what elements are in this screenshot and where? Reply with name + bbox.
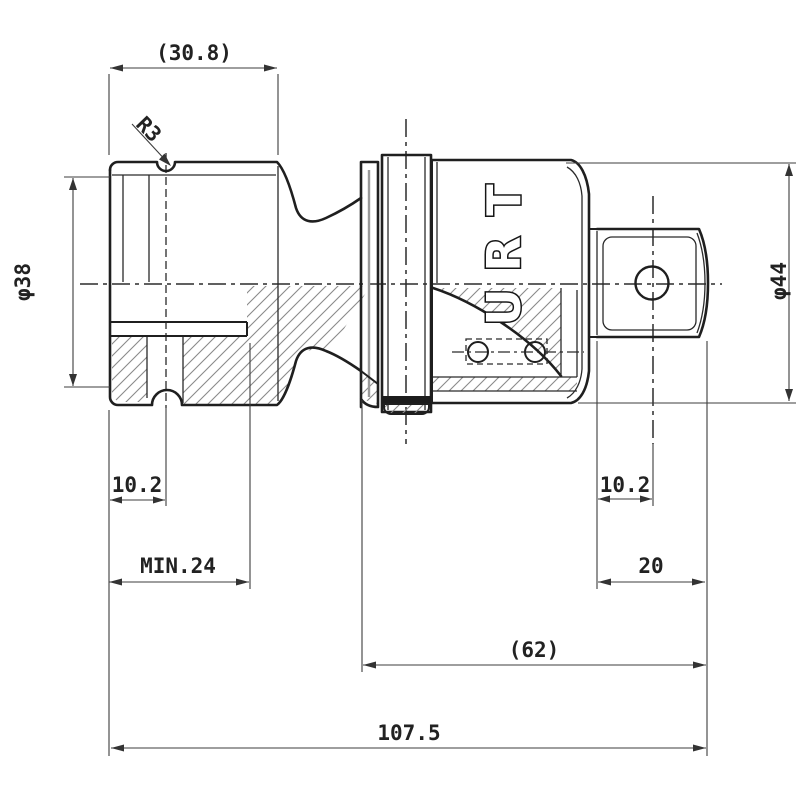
dimension-socket-length: (30.8) <box>110 41 277 72</box>
ext-socket-diameter <box>64 176 110 388</box>
square-hole-edges-top <box>122 175 150 282</box>
extension-lines <box>64 74 796 756</box>
right-body-inner-contour <box>566 166 583 399</box>
right-body: T R U <box>430 158 591 405</box>
dimension-tang-length: 20 <box>598 554 705 586</box>
dim-label-groove-offset-left: 10.2 <box>112 473 163 497</box>
bore-wall-lines <box>110 321 248 337</box>
brand-letter-u: U <box>477 288 531 325</box>
dimension-groove-radius: R3 <box>131 112 171 166</box>
dim-label-socket-diameter: φ38 <box>11 263 35 301</box>
centerlines <box>80 119 722 444</box>
left-body-top-outline <box>108 160 363 223</box>
ball-surface-arc <box>431 286 563 378</box>
band-inner-edges <box>387 157 426 410</box>
ball-section-hatch <box>433 288 561 376</box>
dim-label-joint-length: (62) <box>509 638 560 662</box>
left-socket-body <box>108 160 370 407</box>
dim-label-socket-length: (30.8) <box>156 41 232 65</box>
rim-outline <box>359 160 380 409</box>
left-body-bottom-outline <box>108 168 363 407</box>
right-body-rim <box>359 160 380 409</box>
cavity-wall-lines <box>560 288 578 377</box>
brand-letter-t: T <box>477 184 531 216</box>
dim-label-body-diameter: φ44 <box>767 262 791 300</box>
dim-label-groove-radius: R3 <box>131 112 166 147</box>
section-hatch-left-1 <box>112 337 147 402</box>
dim-label-min-insert-depth: MIN.24 <box>140 554 216 578</box>
pin-hidden-rect <box>465 338 548 365</box>
brand-letter-r: R <box>477 236 531 271</box>
tang-chamfer-contour <box>602 236 697 331</box>
band-dark-strip <box>382 396 431 404</box>
dimension-groove-offset-left: 10.2 <box>110 473 165 504</box>
pin-hole <box>634 265 670 301</box>
dim-label-pin-offset-right: 10.2 <box>600 473 651 497</box>
dimension-pin-offset-right: 10.2 <box>598 473 652 503</box>
dimension-joint-length: (62) <box>363 638 706 669</box>
tang-face-contour <box>696 232 706 334</box>
dimension-overall-length: 107.5 <box>111 721 706 752</box>
band-bottom-cap-outline <box>383 403 430 415</box>
band-bottom-cap-hatch <box>384 404 429 414</box>
dim-label-tang-length: 20 <box>638 554 663 578</box>
tang-outline <box>595 227 710 339</box>
dimension-socket-diameter: φ38 <box>11 178 77 386</box>
ext-socket-length <box>108 74 279 155</box>
pin-hole-gap-edges <box>146 337 184 403</box>
tang-step-lines <box>589 228 597 338</box>
bottom-wall-lines <box>433 376 577 392</box>
bottom-wall-hatch <box>433 377 577 391</box>
dim-label-overall-length: 107.5 <box>377 721 440 745</box>
ext-body-diameter <box>566 162 796 404</box>
rim-lip-edge <box>360 370 379 385</box>
dimension-min-insert-depth: MIN.24 <box>109 554 249 586</box>
dimension-body-diameter: φ44 <box>767 164 793 401</box>
section-hatch-left-2 <box>183 286 370 404</box>
square-tang <box>589 227 710 339</box>
